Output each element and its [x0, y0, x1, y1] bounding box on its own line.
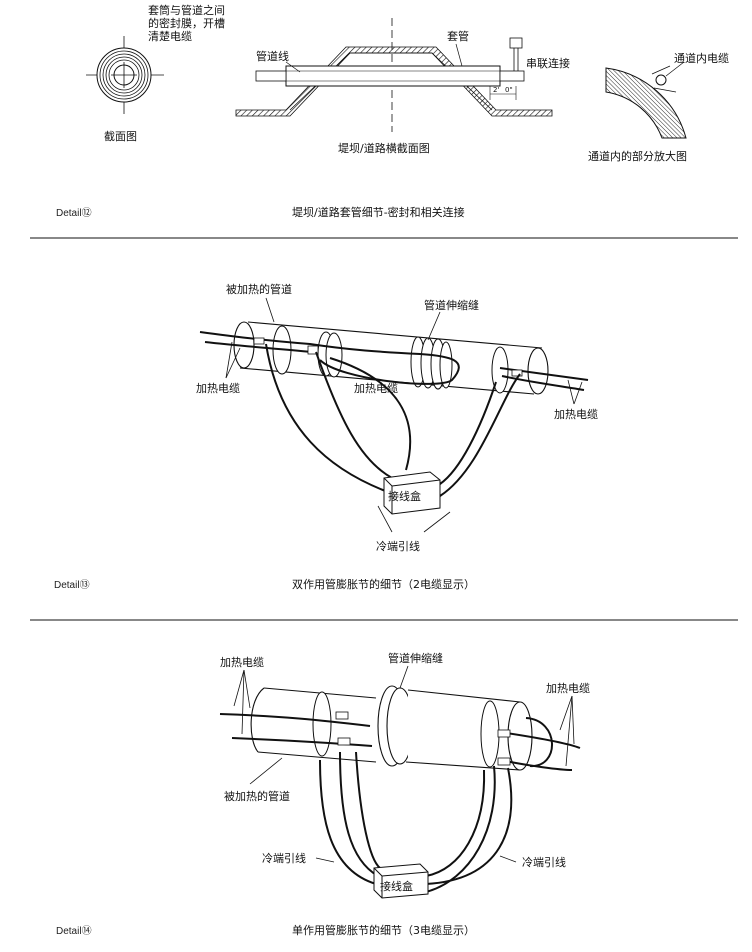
s3-expansion-joint-label: 管道伸缩缝 — [388, 651, 443, 665]
s3-cold-lead-right-label: 冷端引线 — [522, 855, 566, 869]
detail-14-title: 单作用管膨胀节的细节（3电缆显示） — [292, 923, 475, 937]
dam-dimension-left: 2' — [493, 86, 499, 94]
s3-junction-box-label: 接线盒 — [380, 879, 413, 893]
s2-junction-box-label: 接线盒 — [388, 489, 421, 503]
cross-section-note-line-1: 套筒与管道之间 — [148, 3, 225, 17]
single-joint-figure — [219, 665, 581, 899]
s3-cold-lead-left-label: 冷端引线 — [262, 851, 306, 865]
s3-cable-right-label: 加热电缆 — [546, 682, 590, 695]
cross-section-caption: 截面图 — [104, 129, 137, 143]
detail-12-title: 堤坝/道路套管细节-密封和相关连接 — [292, 205, 465, 219]
dam-series-label: 串联连接 — [526, 57, 570, 70]
dam-pipeline-label: 管道线 — [256, 49, 289, 63]
s2-cable-left-label: 加热电缆 — [196, 382, 240, 395]
s2-cable-right-label: 加热电缆 — [554, 408, 598, 421]
enlarged-figure — [605, 61, 687, 139]
s3-heated-pipe-label: 被加热的管道 — [224, 789, 290, 803]
cross-section-figure — [86, 36, 164, 114]
double-joint-figure — [199, 297, 589, 533]
s2-cold-lead-label: 冷端引线 — [376, 539, 420, 553]
dam-dimension-right: 0" — [505, 86, 513, 94]
detail-12-id: Detail⑫ — [56, 207, 92, 219]
detail-13-id: Detail⑬ — [54, 579, 90, 591]
enlarged-cable-label: 通道内电缆 — [674, 51, 729, 65]
s2-heated-pipe-label: 被加热的管道 — [226, 282, 292, 296]
cross-section-note-line-2: 的密封膜，开槽 — [148, 16, 225, 30]
s2-expansion-joint-label: 管道伸缩缝 — [424, 298, 479, 312]
detail-14-id: Detail⑭ — [56, 925, 92, 937]
dam-sleeve-label: 套管 — [447, 29, 469, 43]
dam-caption: 堤坝/道路横截面图 — [338, 141, 430, 155]
s3-cable-left-label: 加热电缆 — [220, 656, 264, 669]
cross-section-note-line-3: 清楚电缆 — [148, 29, 192, 43]
dam-figure — [235, 18, 553, 132]
enlarged-caption: 通道内的部分放大图 — [588, 149, 687, 163]
detail-13-title: 双作用管膨胀节的细节（2电缆显示） — [292, 577, 475, 591]
s2-cable-mid-label: 加热电缆 — [354, 382, 398, 395]
